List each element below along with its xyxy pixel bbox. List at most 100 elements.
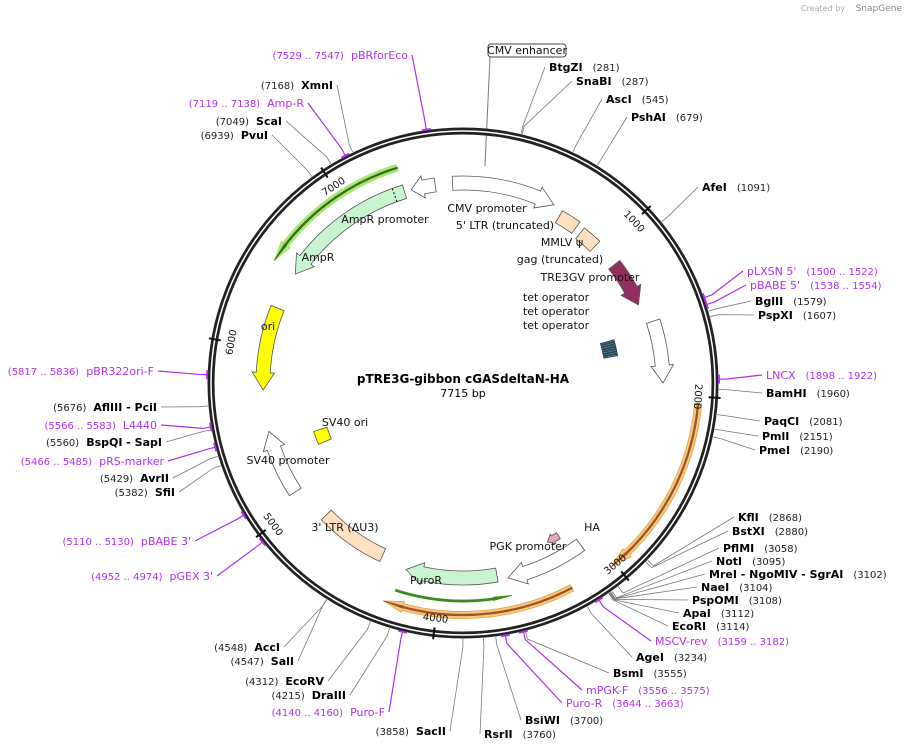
- enzyme-label[interactable]: ApaI(3112): [683, 607, 754, 620]
- enzyme-label[interactable]: BstXI(2880): [732, 525, 808, 538]
- site-name: KflI: [738, 511, 759, 524]
- site-position: (1579): [793, 297, 826, 308]
- enzyme-label[interactable]: BsmI(3555): [613, 667, 687, 680]
- cmv-promoter-arrow[interactable]: [451, 175, 555, 209]
- enzyme-label[interactable]: (4215)DraIII: [271, 689, 346, 702]
- enzyme-label[interactable]: AscI(545): [606, 93, 669, 106]
- enzyme-label[interactable]: PspXI(1607): [758, 309, 836, 322]
- enzyme-label[interactable]: PflMI(3058): [723, 542, 798, 555]
- enzyme-label[interactable]: PmeI(2190): [759, 444, 833, 457]
- primer-label[interactable]: (5817 .. 5836)pBR322ori-F: [8, 365, 154, 378]
- enzyme-label[interactable]: PspOMI(3108): [692, 594, 782, 607]
- site-position: (1091): [737, 183, 770, 194]
- ha-arrow[interactable]: [546, 532, 561, 545]
- primer-label[interactable]: LNCX(1898 .. 1922): [766, 369, 877, 382]
- enzyme-label[interactable]: (5676)AflIII - PciI: [53, 401, 157, 414]
- primer-site-mark: [209, 422, 213, 432]
- enzyme-label[interactable]: (7168)XmnI: [261, 79, 333, 92]
- enzyme-label[interactable]: (4548)AccI: [214, 641, 280, 654]
- ltr5-box[interactable]: [554, 210, 581, 234]
- puror-arrow[interactable]: [405, 562, 499, 586]
- enzyme-label[interactable]: SnaBI(287): [576, 75, 649, 88]
- feature-label: TRE3GV promoter: [540, 271, 640, 284]
- ltr3-box[interactable]: [320, 509, 387, 563]
- site-name: mPGK-F: [586, 684, 628, 697]
- enzyme-label[interactable]: (7049)ScaI: [216, 115, 282, 128]
- orange-highlight-arrow[interactable]: [610, 402, 703, 568]
- primer-label[interactable]: pLXSN 5'(1500 .. 1522): [747, 265, 878, 278]
- label-leader-line: [336, 84, 354, 153]
- enzyme-label[interactable]: (5382)SfiI: [115, 486, 175, 499]
- primer-site-mark: [421, 128, 431, 132]
- primer-label[interactable]: (4140 .. 4160)Puro-F: [272, 706, 385, 719]
- primer-label[interactable]: pBABE 5'(1538 .. 1554): [750, 279, 882, 292]
- tre3gv-promoter-arrow[interactable]: [646, 318, 675, 384]
- enzyme-label[interactable]: BamHI(1960): [766, 387, 850, 400]
- tet-operator-bar[interactable]: [599, 339, 615, 346]
- tet-operator-bar[interactable]: [601, 346, 617, 353]
- ampr-arrow[interactable]: [294, 184, 408, 275]
- tet-operator-bar[interactable]: [601, 344, 617, 350]
- enzyme-label[interactable]: KflI(2868): [738, 511, 802, 524]
- site-position: (3112): [721, 609, 754, 620]
- site-position: (1500 .. 1522): [806, 267, 878, 278]
- enzyme-label[interactable]: MreI - NgoMIV - SgrAI(3102): [709, 568, 887, 581]
- pgk-promoter-arrow[interactable]: [507, 538, 586, 585]
- enzyme-label[interactable]: (5429)AvrII: [100, 472, 169, 485]
- primer-site-mark: [213, 442, 218, 452]
- enzyme-label[interactable]: EcoRI(3114): [672, 620, 750, 633]
- label-leader-line: [610, 586, 698, 600]
- enzyme-label[interactable]: BsiWI(3700): [525, 714, 603, 727]
- tet-operator-bar[interactable]: [600, 341, 616, 348]
- label-leader-line: [609, 592, 689, 601]
- enzyme-label[interactable]: PmlI(2151): [762, 430, 833, 443]
- gag-arrow[interactable]: [608, 259, 642, 306]
- enzyme-label[interactable]: BglII(1579): [755, 295, 827, 308]
- sv40-promoter-arrow[interactable]: [262, 430, 302, 497]
- primer-label[interactable]: (7529 .. 7547)pBRforEco: [273, 49, 409, 62]
- tick-label: 4000: [422, 612, 449, 626]
- enzyme-label[interactable]: (6939)PvuI: [201, 129, 268, 142]
- primer-label[interactable]: (4952 .. 4974)pGEX 3': [91, 570, 213, 583]
- enzyme-label[interactable]: AgeI(3234): [636, 651, 707, 664]
- primer-label[interactable]: (5466 .. 5485)pRS-marker: [21, 455, 165, 468]
- green-line[interactable]: [394, 588, 513, 603]
- enzyme-label[interactable]: (4547)SalI: [231, 655, 294, 668]
- site-name: PshAI: [631, 111, 666, 124]
- enzyme-label[interactable]: (4312)EcoRV: [245, 675, 324, 688]
- ampr-promoter-arrow[interactable]: [410, 175, 437, 199]
- primer-label[interactable]: mPGK-F(3556 .. 3575): [586, 684, 710, 697]
- mmlv-psi-box[interactable]: [575, 227, 601, 252]
- enzyme-label[interactable]: BtgZI(281): [549, 61, 620, 74]
- green-line-2[interactable]: [273, 166, 398, 261]
- site-name: pBRforEco: [351, 49, 408, 62]
- enzyme-label[interactable]: NaeI(3104): [701, 581, 773, 594]
- enzyme-label[interactable]: (3858)SacII: [376, 725, 446, 738]
- tet-operator-bar[interactable]: [603, 353, 619, 359]
- enzyme-label[interactable]: PaqCI(2081): [764, 415, 843, 428]
- feature-label: CMV enhancer: [487, 44, 567, 57]
- site-position: (4312): [245, 677, 278, 688]
- primer-label[interactable]: Puro-R(3644 .. 3663): [566, 697, 684, 710]
- enzyme-label[interactable]: NotI(3095): [716, 555, 785, 568]
- orange-line-2[interactable]: [383, 586, 573, 617]
- site-name: NaeI: [701, 581, 729, 594]
- tet-operator-bar[interactable]: [602, 351, 618, 357]
- plasmid-length: 7715 bp: [440, 387, 485, 400]
- site-name: PspOMI: [692, 594, 739, 607]
- label-leader-line: [598, 599, 652, 642]
- tet-operator-bar[interactable]: [602, 348, 618, 355]
- enzyme-label[interactable]: AfeI(1091): [702, 181, 770, 194]
- enzyme-label[interactable]: PshAI(679): [631, 111, 703, 124]
- orange-highlight-arrow-2[interactable]: [382, 584, 575, 619]
- site-position: (7119 .. 7138): [189, 99, 261, 110]
- sv40-ori-box[interactable]: [313, 426, 332, 445]
- primer-label[interactable]: (5566 .. 5583)L4440: [44, 419, 157, 432]
- enzyme-label[interactable]: (5560)BspQI - SapI: [46, 436, 162, 449]
- primer-label[interactable]: (7119 .. 7138)Amp-R: [189, 97, 305, 110]
- primer-label[interactable]: (5110 .. 5130)pBABE 3': [63, 535, 192, 548]
- ori-arrow[interactable]: [251, 304, 285, 391]
- orange-line[interactable]: [611, 403, 700, 567]
- enzyme-label[interactable]: RsrII(3760): [484, 728, 556, 741]
- primer-label[interactable]: MSCV-rev(3159 .. 3182): [655, 635, 789, 648]
